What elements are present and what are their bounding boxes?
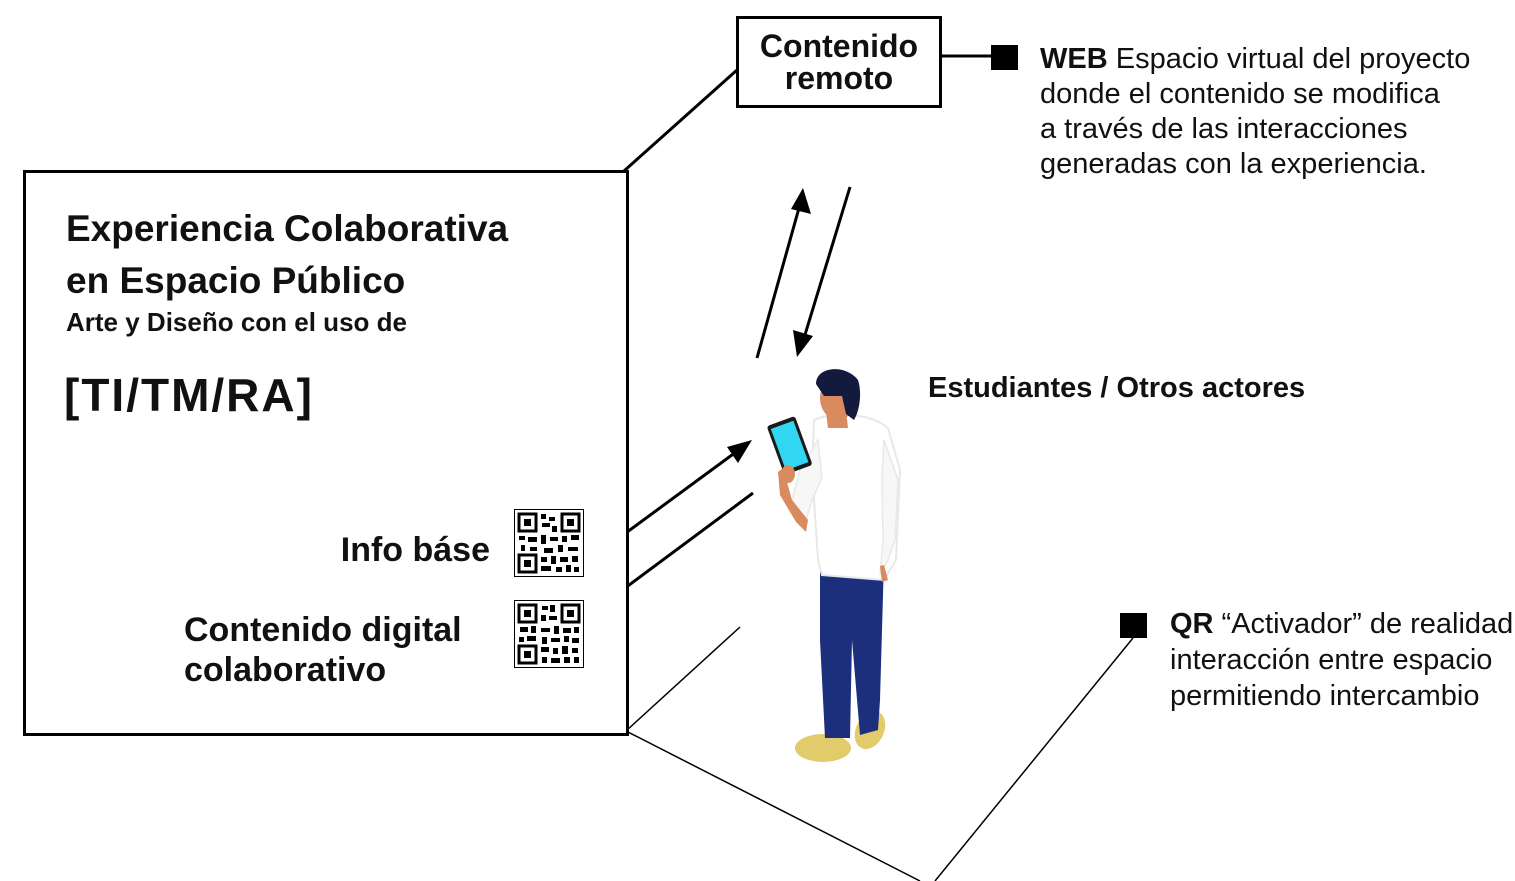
web-description: WEB Espacio virtual del proyecto donde e… (1040, 42, 1470, 182)
arrow-down-icon (793, 186, 852, 357)
qr-label-collaborative-content: Contenido digital colaborativo (184, 611, 462, 689)
qr-text: “Activador” de realidad interacción entr… (1170, 608, 1514, 712)
web-marker-icon (991, 45, 1018, 70)
qr-code-icon[interactable] (514, 600, 584, 668)
panel-remote-connector (623, 68, 738, 173)
experience-panel: Experiencia Colaborativa en Espacio Públ… (23, 170, 629, 736)
qr-code-icon[interactable] (514, 509, 584, 577)
arrow-up-icon (755, 188, 811, 359)
qr-marker-icon (1120, 613, 1147, 638)
floor-line-1 (625, 626, 741, 732)
actors-label: Estudiantes / Otros actores (928, 372, 1306, 404)
panel-subtitle: Arte y Diseño con el uso de (66, 307, 407, 337)
web-text: Espacio virtual del proyecto donde el co… (1040, 43, 1471, 180)
remote-content-label: Contenido remoto (759, 28, 919, 96)
qr-label-info-base: Info báse (340, 531, 490, 569)
floor-line-3 (934, 637, 1134, 881)
person-illustration (767, 369, 902, 762)
remote-content-box: Contenido remoto (736, 16, 942, 108)
web-keyword: WEB (1040, 43, 1108, 75)
panel-technology-code: [TI/TM/RA] (64, 369, 314, 421)
qr-keyword: QR (1170, 608, 1214, 640)
qr-description: QR “Activador” de realidad interacción e… (1170, 606, 1513, 714)
panel-title: Experiencia Colaborativa en Espacio Públ… (66, 208, 509, 301)
floor-line-2 (625, 730, 921, 881)
